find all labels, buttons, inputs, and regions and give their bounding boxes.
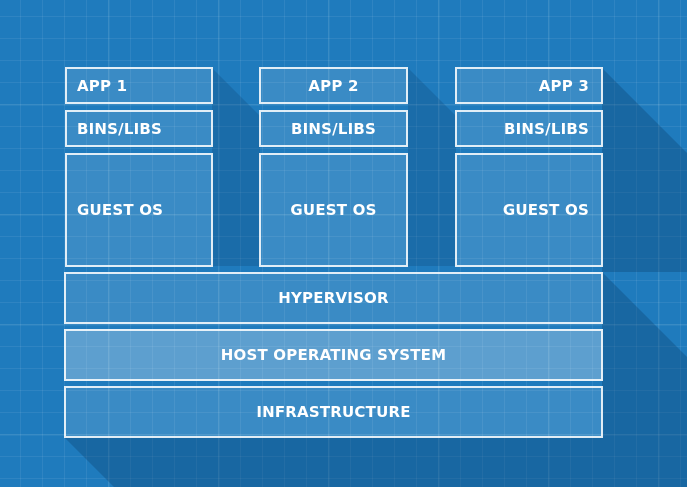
app-3-label: APP 3 (538, 76, 589, 95)
host-os-box: HOST OPERATING SYSTEM (64, 329, 603, 381)
bins-libs-3-label: BINS/LIBS (503, 119, 589, 138)
hypervisor-box: HYPERVISOR (64, 272, 603, 324)
bins-libs-1-box: BINS/LIBS (65, 110, 213, 147)
app-1-label: APP 1 (77, 76, 128, 95)
bins-libs-2-label: BINS/LIBS (290, 119, 377, 138)
host-os-label: HOST OPERATING SYSTEM (220, 346, 447, 364)
bins-libs-3-box: BINS/LIBS (455, 110, 603, 147)
app-2-label: APP 2 (308, 76, 359, 95)
bins-libs-1-label: BINS/LIBS (77, 119, 163, 138)
guest-os-3-label: GUEST OS (502, 201, 589, 219)
guest-os-2-box: GUEST OS (259, 153, 408, 267)
app-1-box: APP 1 (65, 67, 213, 104)
hypervisor-label: HYPERVISOR (278, 289, 389, 307)
infrastructure-label: INFRASTRUCTURE (256, 403, 411, 421)
guest-os-2-label: GUEST OS (290, 201, 377, 219)
bins-libs-2-box: BINS/LIBS (259, 110, 408, 147)
guest-os-3-box: GUEST OS (455, 153, 603, 267)
guest-os-1-box: GUEST OS (65, 153, 213, 267)
infrastructure-box: INFRASTRUCTURE (64, 386, 603, 438)
app-3-box: APP 3 (455, 67, 603, 104)
guest-os-1-label: GUEST OS (77, 201, 164, 219)
app-2-box: APP 2 (259, 67, 408, 104)
